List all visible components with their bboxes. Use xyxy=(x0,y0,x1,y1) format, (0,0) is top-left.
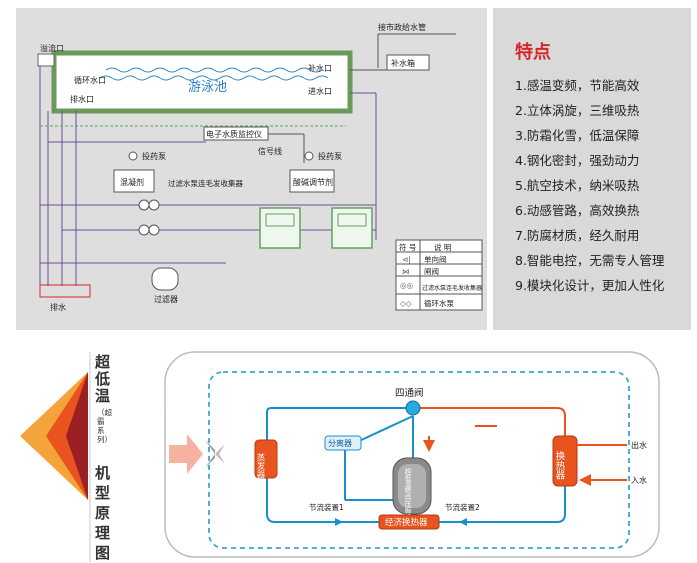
filter-tank xyxy=(151,267,179,291)
throttle1-symbol xyxy=(335,518,343,526)
refrigerant-line-top-left xyxy=(266,407,407,440)
heading-char-5: 图 xyxy=(95,544,111,562)
triangle-darkred xyxy=(66,372,88,500)
refill-port-label: 补水口 xyxy=(308,63,332,73)
ph-regulator-label: 酸碱调节剂 xyxy=(293,177,333,187)
legend-row-check-valve: 单向阀 xyxy=(424,254,447,264)
ph-tank xyxy=(289,169,335,193)
feature-item: 8.智能电控，无需专人管理 xyxy=(515,253,665,268)
pool-wave-1 xyxy=(105,67,323,73)
refill-tank xyxy=(386,54,430,71)
hair-collector-label: 过滤水泵连毛发收集器 xyxy=(168,178,243,188)
signal-line-label: 信号线 xyxy=(258,146,282,156)
drain-label: 排水 xyxy=(50,302,66,312)
unit-boundary xyxy=(208,371,630,549)
overflow-box xyxy=(37,53,55,67)
circulation-outlet-label: 循环水口 xyxy=(74,75,106,85)
feature-item: 2.立体涡旋，三维吸热 xyxy=(515,103,640,118)
heat-exchanger xyxy=(552,435,578,487)
heading-main: 超低温 xyxy=(95,353,111,405)
heading-char-4: 理 xyxy=(95,524,111,542)
pool-label: 游泳池 xyxy=(188,80,227,95)
throttle2-symbol xyxy=(459,518,467,526)
hot-gas-line-top-right xyxy=(419,407,566,436)
valve-to-separator-line xyxy=(356,415,414,443)
pool-system-diagram: 游泳池 溢流口 循环水口 排水口 补水口 进水口 接市政给水管 补水箱 xyxy=(37,22,483,312)
features-title: 特点 xyxy=(515,42,551,63)
heading-char-3: 原 xyxy=(95,504,111,522)
heading-char-2: 型 xyxy=(95,484,111,502)
evaporator-label: 蒸发器 xyxy=(255,452,265,479)
overflow-label: 溢流口 xyxy=(40,43,64,53)
feature-item: 1.感温变频，节能高效 xyxy=(515,78,640,93)
legend-gate-valve-icon: ⋈ xyxy=(402,267,410,276)
separator-label: 分离器 xyxy=(328,438,352,448)
feature-item: 4.钢化密封，强劲动力 xyxy=(515,153,640,168)
heading-sub: （超霸系列） xyxy=(97,408,112,444)
pool-system-panel: 游泳池 溢流口 循环水口 排水口 补水口 进水口 接市政给水管 补水箱 xyxy=(16,8,487,330)
principle-diagram: 四通阀 蒸发器 分离器 超低温喷焓压缩机 经济换热器 节流装置1 节流装置2 换… xyxy=(164,351,660,558)
legend-check-valve-icon: ⊲| xyxy=(402,255,411,264)
feature-item: 3.防霜化雪，低温保障 xyxy=(515,128,640,143)
throttle2-label: 节流装置2 xyxy=(445,502,480,512)
heat-pump-unit-1 xyxy=(259,207,301,249)
dosing-pump-right-label: 投药泵 xyxy=(318,151,342,161)
drain-outlet-label: 排水口 xyxy=(70,94,94,104)
fan-icon xyxy=(205,440,225,468)
pool-basin xyxy=(51,50,353,114)
heading-triangles xyxy=(20,352,91,562)
refrigerant-line-bottom-left xyxy=(266,468,379,523)
features-panel: 特点 1.感温变频，节能高效 2.立体涡旋，三维吸热 3.防霜化雪，低温保障 4… xyxy=(493,8,691,330)
airflow-arrow-icon xyxy=(169,434,203,474)
legend-row-circulation-pump: 循环水泵 xyxy=(424,298,454,308)
pump-lower xyxy=(138,224,150,236)
dosing-pump-right-symbol xyxy=(304,151,314,161)
evaporator xyxy=(254,439,278,479)
feature-item: 7.防腐材质，经久耐用 xyxy=(515,228,640,243)
legend-row-hair-collector: 过滤水泵连毛发收集器 xyxy=(422,284,482,292)
water-out-label: 出水 xyxy=(631,440,647,450)
compressor-label: 超低温喷焓压缩机 xyxy=(403,467,411,522)
legend-circulation-pump-icon: ◇◇ xyxy=(400,299,412,308)
throttle1-label: 节流装置1 xyxy=(309,502,344,512)
monitor-label: 电子水质监控仪 xyxy=(206,129,262,139)
four-way-valve-symbol xyxy=(405,400,421,416)
feature-item: 6.动感管路，高效换热 xyxy=(515,203,640,218)
heading-char-1: 机 xyxy=(95,464,111,482)
legend-col-symbol: 符 号 xyxy=(399,242,416,252)
pump-upper xyxy=(138,199,150,211)
economizer-label: 经济换热器 xyxy=(385,517,428,528)
separator xyxy=(324,435,362,451)
compressor-body-highlight xyxy=(398,464,426,508)
pump-upper-b xyxy=(148,199,160,211)
heat-pump-unit-2-grille xyxy=(337,213,367,227)
dosing-pump-left-label: 投药泵 xyxy=(142,151,166,161)
heat-pump-unit-2 xyxy=(331,207,373,249)
filter-label: 过滤器 xyxy=(154,294,178,304)
legend-col-desc: 说 明 xyxy=(434,242,451,252)
refill-tank-label: 补水箱 xyxy=(391,58,415,68)
refrigerant-line-bottom-right xyxy=(439,486,566,523)
legend-table: 符 号 说 明 ⊲| 单向阀 ⋈ 闸阀 ◎◎ 过滤水泵连毛发收集器 ◇◇ 循环水… xyxy=(395,239,483,311)
coagulant-tank xyxy=(113,169,155,193)
feature-item: 5.航空技术，纳米吸热 xyxy=(515,178,640,193)
water-in-label: 入水 xyxy=(631,475,647,485)
pool-wave-2 xyxy=(99,75,329,81)
legend-row-gate-valve: 闸阀 xyxy=(424,267,439,276)
heat-pump-unit-1-grille xyxy=(265,213,295,227)
pump-lower-b xyxy=(148,224,160,236)
four-way-valve-label: 四通阀 xyxy=(395,387,424,399)
city-water-label: 接市政给水管 xyxy=(378,22,426,32)
inlet-port-label: 进水口 xyxy=(308,86,332,96)
legend-filter-pump-icon: ◎◎ xyxy=(400,281,413,290)
drain-box xyxy=(39,284,91,298)
coagulant-label: 混凝剂 xyxy=(120,177,144,187)
dosing-pump-left-symbol xyxy=(128,151,138,161)
economizer xyxy=(378,514,440,530)
heading-block: 超低温 （超霸系列） 机 型 原 理 图 xyxy=(0,350,160,562)
heat-exchanger-label: 换热器 xyxy=(554,450,566,479)
feature-item: 9.模块化设计，更加人性化 xyxy=(515,278,665,293)
